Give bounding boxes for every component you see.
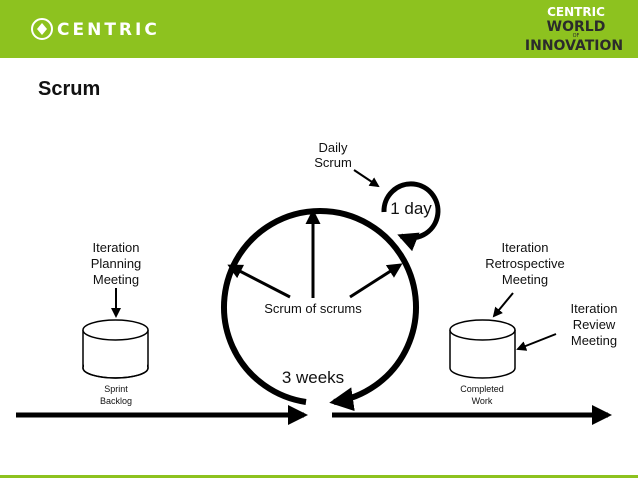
wordmark-line-2: WORLD — [547, 19, 606, 35]
brand-name: CENTRIC — [57, 20, 160, 40]
sprint-backlog-label-line-1: Sprint — [104, 384, 128, 394]
retrospective-label-line-2: Retrospective — [485, 256, 564, 271]
scrum-of-scrums-arrow-left — [227, 264, 291, 299]
retrospective-pointer-arrow — [492, 292, 514, 318]
retrospective-label-line-1: Iteration — [502, 240, 549, 255]
daily-scrum-label-line-1: Daily — [319, 140, 348, 155]
one-day-label: 1 day — [390, 199, 432, 218]
wordmark-line-3: OF — [573, 33, 580, 39]
review-pointer-arrow — [516, 333, 557, 351]
completed-work-label-line-1: Completed — [460, 384, 504, 394]
footer-accent-line — [0, 475, 638, 478]
sprint-backlog-label-line-2: Backlog — [100, 396, 132, 406]
completed-work-cylinder — [449, 319, 516, 379]
daily-scrum-label-line-2: Scrum — [314, 155, 352, 170]
header-banner: CENTRIC CENTRIC WORLD OF INNOVATION — [0, 0, 638, 58]
wordmark-line-1: CENTRIC — [547, 5, 605, 19]
sprint-backlog-cylinder — [82, 319, 149, 379]
review-label-line-3: Meeting — [571, 333, 617, 348]
scrum-of-scrums-label: Scrum of scrums — [264, 301, 362, 316]
slide-title: Scrum — [38, 78, 101, 100]
planning-label-line-3: Meeting — [93, 272, 139, 287]
review-label-line-2: Review — [573, 317, 616, 332]
daily-scrum-pointer-arrow — [353, 169, 380, 188]
three-weeks-label: 3 weeks — [282, 368, 344, 387]
event-wordmark: CENTRIC WORLD OF INNOVATION — [508, 0, 638, 56]
retrospective-label-line-3: Meeting — [502, 272, 548, 287]
daily-cycle-arrow — [381, 181, 441, 252]
wordmark-line-4: INNOVATION — [525, 38, 623, 54]
scrum-of-scrums-arrow-right — [349, 263, 403, 299]
review-label-line-1: Iteration — [571, 301, 618, 316]
planning-label-line-2: Planning — [91, 256, 142, 271]
planning-label-line-1: Iteration — [93, 240, 140, 255]
completed-work-label-line-2: Work — [472, 396, 493, 406]
centric-logo-icon — [31, 18, 53, 40]
